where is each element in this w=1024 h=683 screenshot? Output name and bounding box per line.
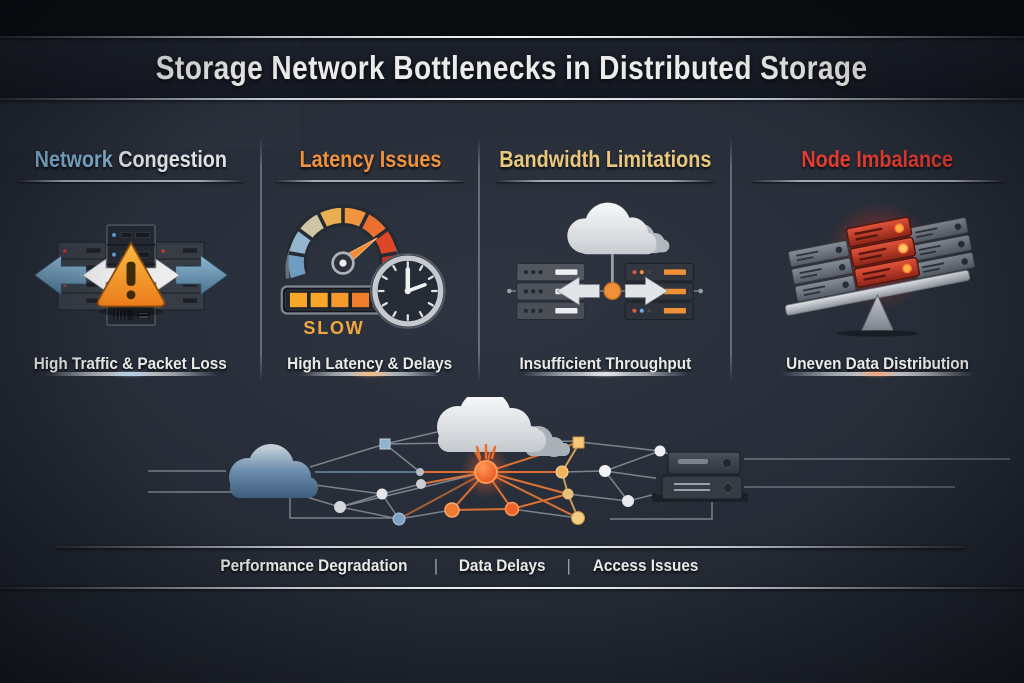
footer-item-access-issues: Access Issues	[592, 556, 699, 575]
column-latency-issues: Latency Issues	[261, 138, 479, 378]
column-title: Bandwidth Limitations	[499, 146, 711, 173]
white-cloud-icon	[437, 397, 570, 457]
column-title: Network Congestion	[34, 146, 226, 173]
top-band	[0, 0, 1024, 36]
column-glint-divider	[780, 372, 975, 376]
column-divider	[730, 138, 732, 382]
cloud-server-transfer-icon	[507, 202, 703, 321]
column-icon-area: SLOW	[261, 182, 479, 354]
column-bandwidth-limitations: Bandwidth Limitations	[479, 138, 731, 378]
mesh-network-diagram	[148, 397, 1010, 526]
speedometer-clock-icon: SLOW	[280, 204, 446, 338]
title-divider-top	[0, 36, 1024, 38]
edge-server-icon	[652, 451, 748, 502]
footer-divider-top	[55, 546, 965, 548]
page-title: Storage Network Bottlenecks in Distribut…	[156, 49, 868, 86]
slow-label: SLOW	[303, 318, 364, 338]
column-icon-area	[0, 182, 261, 354]
title-band: Storage Network Bottlenecks in Distribut…	[0, 38, 1024, 98]
column-title-accent: Bandwidth Limitations	[498, 146, 712, 172]
clock-icon	[370, 252, 446, 329]
overloaded-server-stack-icon	[845, 216, 921, 288]
transfer-node-icon	[603, 282, 622, 300]
footer-separator: |	[433, 556, 439, 575]
footer-item-performance-degradation: Performance Degradation	[220, 556, 408, 575]
column-icon-area	[731, 182, 1024, 354]
blue-cloud-icon	[229, 444, 318, 498]
footer-items: Performance Degradation | Data Delays | …	[0, 556, 914, 576]
column-network-congestion: Network Congestion	[0, 138, 261, 378]
column-node-imbalance: Node Imbalance	[731, 138, 1024, 378]
footer-divider-bottom	[0, 587, 1024, 589]
column-title-rest: Congestion	[112, 146, 227, 172]
footer-item-data-delays: Data Delays	[458, 556, 546, 575]
servers-congestion-warning-icon	[33, 224, 228, 327]
column-glint-divider	[521, 372, 689, 376]
column-title-accent: Latency Issues	[299, 146, 441, 172]
server-stack-gray-icon	[787, 240, 857, 303]
cloud-icon	[567, 202, 670, 255]
title-divider-bottom	[0, 98, 1024, 100]
column-title-accent: Network	[34, 146, 113, 172]
hotspot-node-icon	[460, 443, 512, 498]
column-title: Latency Issues	[299, 146, 441, 173]
column-divider	[260, 138, 262, 382]
column-title: Node Imbalance	[802, 146, 954, 173]
column-glint-divider	[298, 372, 442, 376]
column-divider	[478, 138, 480, 382]
mesh-right-lines	[744, 458, 1010, 488]
column-icon-area	[479, 182, 731, 354]
column-title-accent: Node Imbalance	[801, 146, 954, 172]
footer-separator: |	[566, 556, 571, 575]
unbalanced-server-scale-icon	[785, 201, 976, 337]
column-glint-divider	[44, 372, 217, 376]
